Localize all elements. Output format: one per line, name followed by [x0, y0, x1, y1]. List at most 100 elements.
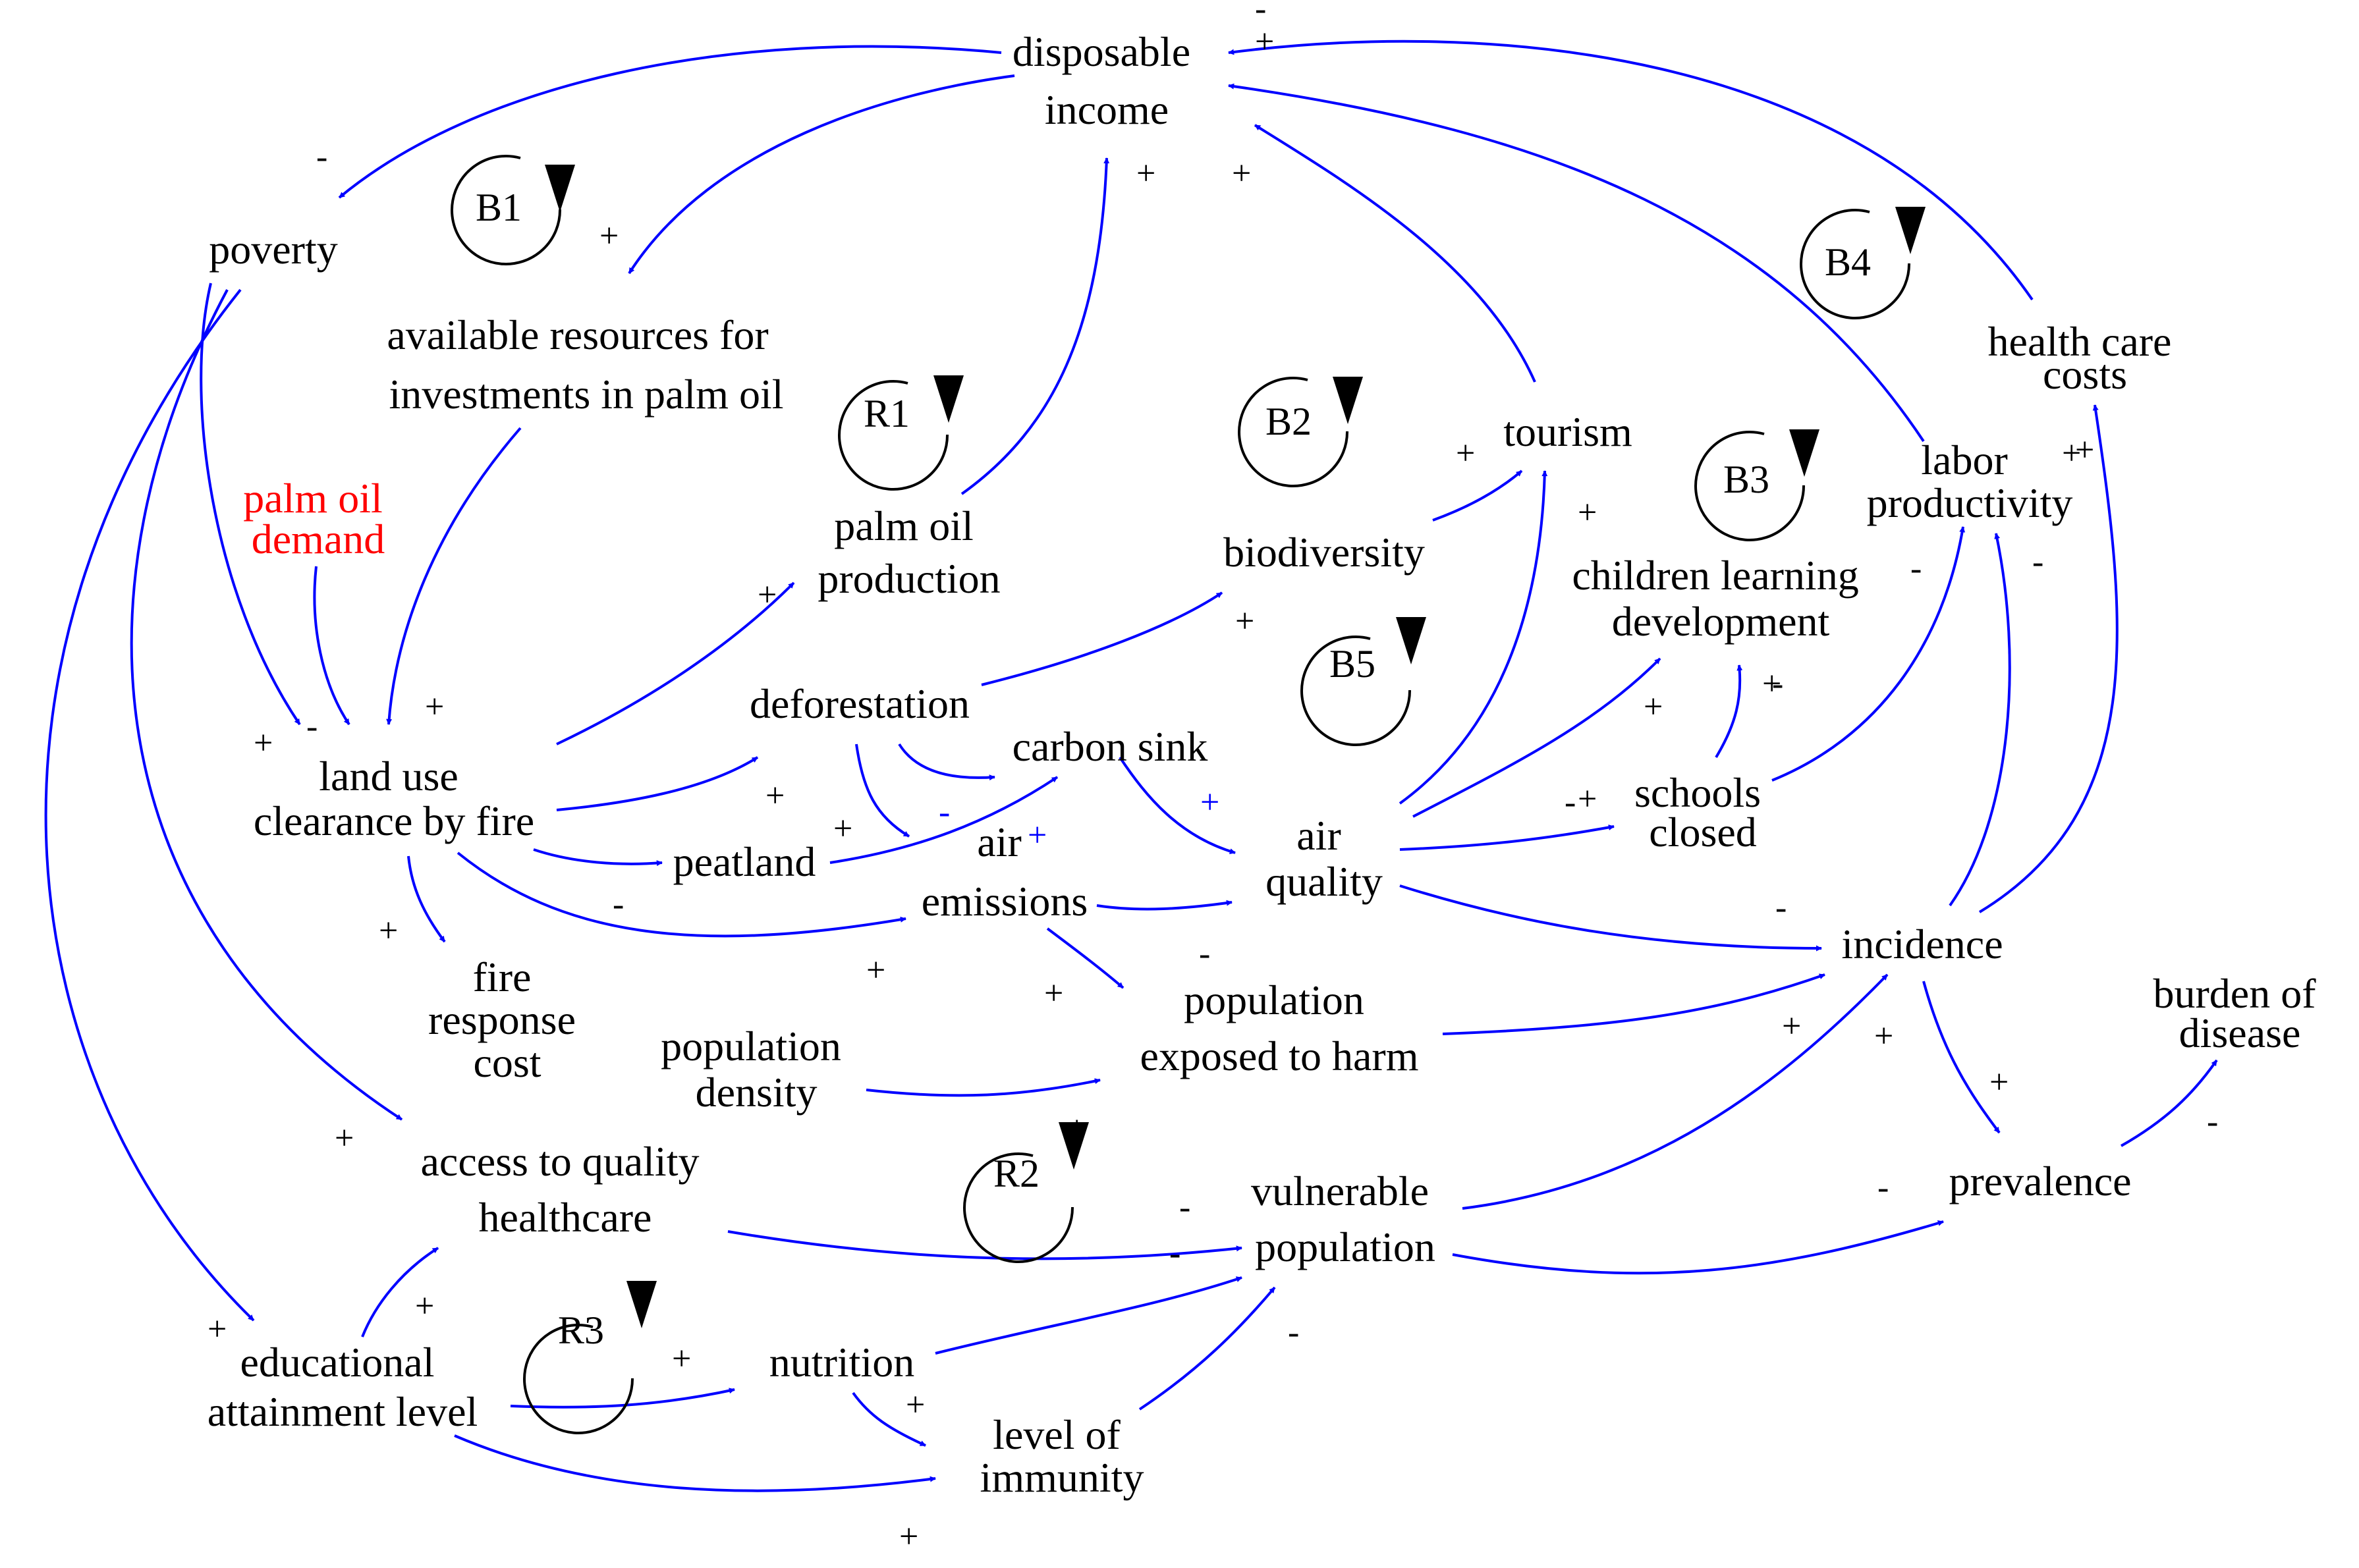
polarity-mark: - — [2032, 543, 2043, 581]
node-peatland: peatland — [673, 838, 816, 885]
polarity-mark: - — [1565, 784, 1576, 821]
polarity-mark: - — [1288, 1314, 1299, 1351]
polarity-mark: - — [1199, 935, 1210, 973]
polarity-mark: - — [316, 138, 327, 176]
polarity-mark: + — [1044, 975, 1063, 1012]
polarity-mark: + — [1136, 155, 1155, 192]
edge-incidence-healthcosts — [1978, 404, 2119, 913]
loop-marker-r2: R2 — [963, 1122, 1089, 1263]
node-nutrition: nutrition — [769, 1339, 914, 1386]
node-educational-attainment: educational attainment level — [208, 1339, 478, 1435]
edge-airquality-children — [1412, 657, 1661, 818]
edge-density-exposed — [866, 1078, 1101, 1097]
polarity-marks: - + + + - + + + + + + - + + + + - + + + … — [208, 0, 2218, 1555]
edges — [44, 40, 2218, 1492]
polarity-mark: + — [1782, 1008, 1801, 1045]
node-burden-of-disease: burden of disease — [2153, 970, 2326, 1056]
node-tourism: tourism — [1503, 408, 1632, 455]
edge-resources-landuse — [386, 427, 522, 725]
polarity-mark: + — [833, 810, 852, 848]
polarity-mark: + — [1456, 435, 1475, 472]
edge-biodiversity-tourism — [1432, 470, 1523, 522]
svg-text:B2: B2 — [1265, 400, 1312, 443]
node-incidence: incidence — [1841, 921, 2003, 967]
node-carbon-sink: carbon sink — [1013, 723, 1208, 770]
polarity-mark: + — [866, 952, 885, 989]
node-fire-response-cost: fire response cost — [428, 954, 586, 1086]
polarity-mark: + — [1762, 665, 1781, 703]
edge-demand-landuse — [313, 566, 350, 726]
node-prevalence: prevalence — [1949, 1158, 2131, 1204]
node-biodiversity: biodiversity — [1223, 529, 1425, 576]
edge-landuse-deforestation — [556, 756, 759, 811]
polarity-mark: + — [1255, 23, 1274, 61]
polarity-mark: - — [1772, 665, 1783, 703]
svg-text:R2: R2 — [993, 1152, 1040, 1195]
edge-airquality-schools — [1399, 825, 1615, 851]
edge-nutrition-immunity — [852, 1392, 926, 1447]
node-poverty: poverty — [209, 226, 338, 273]
edge-airemissions-exposed — [1046, 927, 1124, 989]
polarity-mark: + — [379, 912, 398, 950]
edge-landuse-fireresponse — [407, 855, 446, 943]
node-land-use-clearance: land use clearance by fire — [254, 753, 534, 844]
polarity-mark: - — [1255, 0, 1266, 28]
edge-vulnerable-incidence — [1462, 973, 1889, 1210]
edge-poverty-landuse-1 — [200, 283, 301, 726]
edge-incidence-prevalence — [1922, 981, 2001, 1134]
svg-text:R3: R3 — [558, 1309, 604, 1352]
polarity-mark: - — [1910, 550, 1922, 587]
polarity-mark: - — [1877, 1169, 1889, 1206]
edge-palmprod-income — [960, 157, 1110, 495]
node-schools-closed: schools closed — [1634, 769, 1771, 855]
polarity-mark: + — [765, 777, 785, 815]
edge-prevalence-burden — [2121, 1059, 2218, 1147]
svg-text:B1: B1 — [476, 186, 522, 229]
node-palm-oil-demand: palm oil demand — [243, 475, 393, 562]
loop-marker-b1: B1 — [451, 154, 575, 265]
edge-schools-children — [1715, 664, 1743, 759]
node-health-care-costs: health care costs — [1988, 318, 2182, 398]
polarity-mark: + — [1644, 688, 1663, 726]
node-population-exposed: population exposed to harm — [1140, 977, 1419, 1079]
polarity-mark: + — [1578, 494, 1597, 531]
edge-poverty-education — [44, 288, 255, 1322]
node-air-quality: air quality — [1265, 812, 1383, 905]
edge-education-nutrition — [510, 1388, 735, 1409]
polarity-mark: + — [1989, 1064, 2009, 1101]
node-available-resources: available resources for investments in p… — [387, 311, 783, 418]
edge-airemissions-airquality — [1096, 900, 1233, 911]
polarity-mark: + — [1874, 1017, 1893, 1055]
edge-deforestation-carbonsink — [898, 743, 995, 781]
edge-immunity-vulnerable — [1138, 1286, 1276, 1411]
polarity-mark: + — [906, 1386, 925, 1424]
node-level-of-immunity: level of immunity — [980, 1411, 1144, 1501]
polarity-mark: + — [208, 1311, 227, 1348]
polarity-mark: + — [599, 217, 619, 255]
edge-income-resources — [628, 74, 1015, 275]
loop-marker-b5: B5 — [1300, 617, 1426, 746]
edge-education-access — [361, 1247, 439, 1338]
loop-marker-b2: B2 — [1238, 376, 1363, 487]
edge-deforestation-peatland — [855, 743, 910, 838]
edge-vulnerable-prevalence — [1452, 1220, 1944, 1275]
svg-text:R1: R1 — [864, 392, 910, 435]
polarity-mark: + — [672, 1340, 691, 1378]
nodes: disposable income poverty available reso… — [208, 28, 2326, 1501]
node-deforestation: deforestation — [750, 680, 970, 727]
node-disposable-income: disposable income — [1013, 28, 1201, 133]
polarity-mark: + — [1028, 817, 1047, 854]
edge-landuse-airemissions — [457, 852, 906, 938]
edge-deforestation-biodiversity — [981, 591, 1223, 686]
edge-education-immunity — [454, 1434, 936, 1492]
polarity-mark: + — [1578, 780, 1597, 818]
svg-text:B4: B4 — [1825, 240, 1871, 284]
polarity-mark: - — [1179, 1189, 1190, 1226]
polarity-mark: - — [2207, 1103, 2218, 1141]
edge-incidence-labor — [1949, 533, 2011, 907]
edge-landuse-palmprod — [556, 581, 795, 745]
polarity-mark: + — [2062, 435, 2081, 472]
edge-income-poverty — [338, 45, 1002, 199]
node-access-healthcare: access to quality healthcare — [421, 1138, 710, 1241]
